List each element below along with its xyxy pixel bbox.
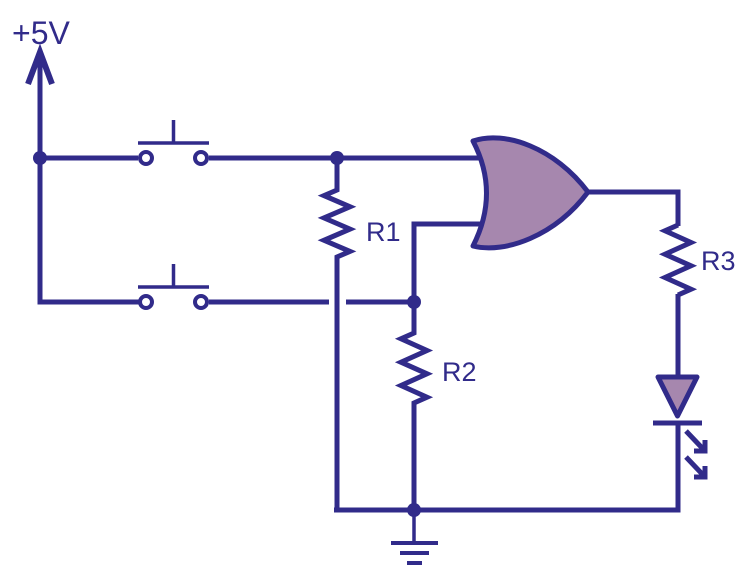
push-button-1-contact-right: [193, 150, 209, 166]
ground-symbol: [391, 515, 438, 565]
push-button-1: [138, 120, 209, 166]
led: [653, 374, 708, 480]
resistor-r3-label: R3: [701, 246, 736, 276]
resistor-r1: [317, 158, 357, 512]
or-gate: [470, 135, 591, 251]
resistor-r3: [658, 222, 698, 298]
junction-dots: [33, 151, 421, 517]
push-button-1-contact-left: [138, 150, 154, 166]
junction-dot: [407, 295, 421, 309]
junction-dot: [407, 503, 421, 517]
led-arrow-2: [684, 455, 708, 480]
push-button-2-contact-right: [193, 294, 209, 310]
push-button-1-actuator: [138, 120, 209, 145]
push-button-2-actuator: [138, 264, 209, 289]
power-label: +5V: [12, 15, 70, 51]
resistor-r2-label: R2: [442, 357, 477, 387]
gate-input2-wire: [411, 221, 492, 304]
push-button-2: [138, 264, 209, 310]
led-triangle: [655, 374, 700, 419]
wires: [37, 62, 681, 513]
power-arrow-head: [25, 43, 55, 86]
labels: +5V R1 R2 R3: [12, 15, 736, 387]
led-arrow-1: [684, 429, 708, 454]
junction-dot: [330, 151, 344, 165]
resistor-r1-label: R1: [366, 217, 401, 247]
resistors: [317, 158, 698, 512]
gate-output-wire: [588, 189, 681, 226]
resistor-r2: [394, 302, 434, 512]
push-button-2-contact-left: [138, 294, 154, 310]
led-emission-arrows: [684, 429, 708, 480]
power-supply: [25, 43, 55, 86]
power-rail-wire: [37, 62, 141, 305]
junction-dot: [33, 151, 47, 165]
bottom-wire: [334, 423, 681, 513]
